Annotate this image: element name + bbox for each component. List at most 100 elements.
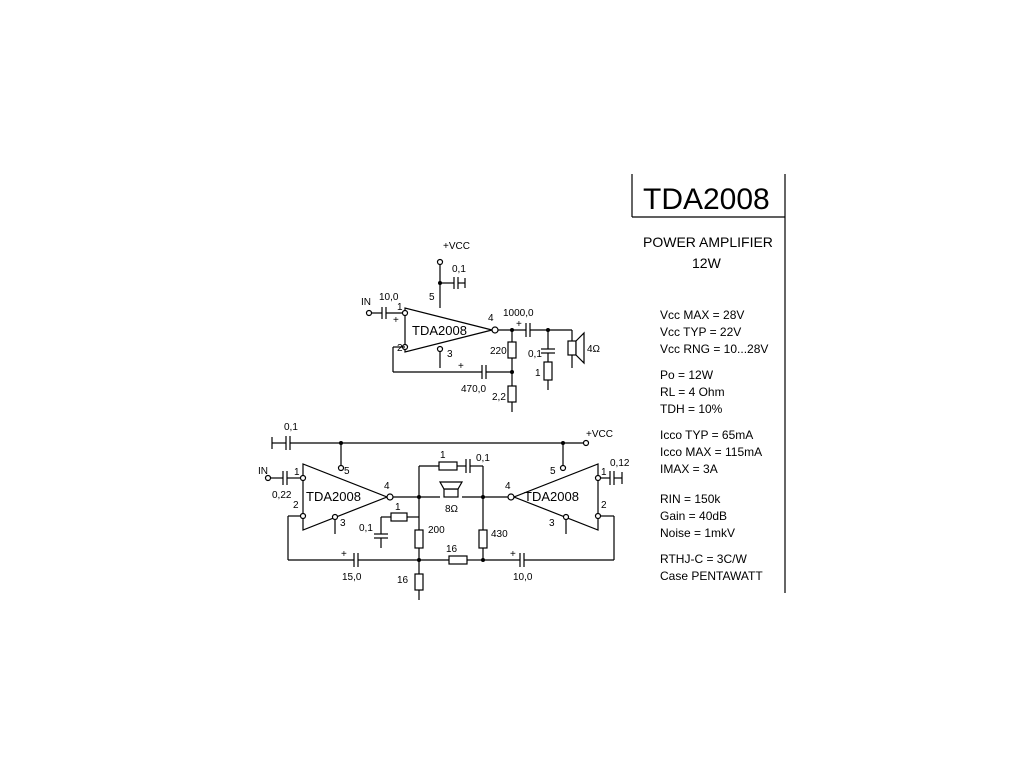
bot-right-pin4: 4 <box>505 481 511 492</box>
bot-r16gnd-label: 16 <box>397 575 409 586</box>
bot-right-pin5-bubble <box>559 464 567 472</box>
top-rgnd-label: 2,2 <box>492 392 506 403</box>
spec-icco-max: Icco MAX = 115mA <box>660 445 762 459</box>
spec-vcc-rng: Vcc RNG = 10...28V <box>660 342 768 356</box>
bot-left-amp-triangle <box>302 463 389 531</box>
bottom-circuit: 0,1 +VCC TDA2008 1 5 4 2 3 IN 0,22 <box>258 422 630 600</box>
bot-r200-label: 200 <box>428 525 445 536</box>
bot-in-terminal <box>264 474 272 482</box>
bot-left-pin5: 5 <box>344 466 350 477</box>
bot-right-pin2: 2 <box>601 500 607 511</box>
bot-bridge-res-label: 1 <box>395 502 401 513</box>
top-speaker-label: 4Ω <box>587 344 601 355</box>
top-pin2: 2 <box>397 343 403 354</box>
spec-tdh: TDH = 10% <box>660 402 723 416</box>
top-zobel-res-label: 1 <box>535 368 541 379</box>
bot-left-pin2: 2 <box>293 500 299 511</box>
top-amp-triangle <box>404 307 493 353</box>
bot-left-chip-label: TDA2008 <box>306 489 361 504</box>
bot-r430-resistor <box>478 529 488 549</box>
spec-rin: RIN = 150k <box>660 492 721 506</box>
top-fb-cap-plus: + <box>458 361 464 372</box>
top-pin4: 4 <box>488 313 494 324</box>
spec-gain: Gain = 40dB <box>660 509 727 523</box>
spec-vcc-max: Vcc MAX = 28V <box>660 308 744 322</box>
bot-right-in-cap-label: 0,12 <box>610 458 630 469</box>
bot-left-pin1: 1 <box>294 467 300 478</box>
bot-left-pin3-bubble <box>331 513 339 521</box>
bot-right-pin5: 5 <box>550 466 556 477</box>
spec-rl: RL = 4 Ohm <box>660 385 725 399</box>
top-rfb-resistor <box>507 341 517 359</box>
top-pin3: 3 <box>447 349 453 360</box>
bot-left-fb-cap-label: 15,0 <box>342 572 362 583</box>
bot-zobel-cap-label: 0,1 <box>476 453 490 464</box>
bot-right-fb-plus: + <box>510 549 516 560</box>
top-speaker-icon <box>575 331 585 365</box>
top-speaker-coil <box>567 340 577 356</box>
bot-left-amp-bubble <box>386 493 394 501</box>
bot-right-amp-triangle <box>512 463 599 531</box>
top-pin1-bubble <box>401 309 409 317</box>
top-supply-cap-label: 0,1 <box>452 264 466 275</box>
top-circuit: +VCC 0,1 TDA2008 5 1 4 2 3 + IN 10,0 <box>361 241 601 412</box>
bot-right-amp-bubble <box>507 493 515 501</box>
top-zobel-resistor <box>543 361 553 381</box>
top-out-cap-label: 1000,0 <box>503 308 534 319</box>
bot-right-pin2-bubble <box>594 512 602 520</box>
spec-icco-typ: Icco TYP = 65mA <box>660 428 753 442</box>
bot-left-pin1-bubble <box>299 474 307 482</box>
bot-right-pin3: 3 <box>549 518 555 529</box>
spec-imax: IMAX = 3A <box>660 462 718 476</box>
bot-vcc-label: +VCC <box>586 429 613 440</box>
top-rfb-label: 220 <box>490 346 507 357</box>
spec-case: Case PENTAWATT <box>660 569 763 583</box>
top-amp-output-bubble <box>491 326 499 334</box>
bot-speaker-coil <box>443 488 459 498</box>
top-vcc-label: +VCC <box>443 241 470 252</box>
bot-right-chip-label: TDA2008 <box>524 489 579 504</box>
top-pin1: 1 <box>397 302 403 313</box>
bot-in-cap-label: 0,22 <box>272 490 292 501</box>
bot-speaker-label: 8Ω <box>445 504 459 515</box>
bot-left-fb-plus: + <box>341 549 347 560</box>
top-zobel-cap-label: 0,1 <box>528 349 542 360</box>
top-vcc-terminal <box>436 258 444 266</box>
bot-left-pin4: 4 <box>384 481 390 492</box>
panel-subtitle-2: 12W <box>692 255 722 271</box>
top-in-cap-label: 10,0 <box>379 292 399 303</box>
bot-right-pin1-bubble <box>594 474 602 482</box>
bot-supply-cap-label: 0,1 <box>284 422 298 433</box>
bot-r200-resistor <box>414 529 424 549</box>
top-out-cap-plus: + <box>516 319 522 330</box>
top-in-terminal <box>365 309 373 317</box>
spec-rthj: RTHJ-C = 3C/W <box>660 552 747 566</box>
bot-left-pin5-bubble <box>337 464 345 472</box>
bot-right-pin1: 1 <box>601 467 607 478</box>
spec-noise: Noise = 1mkV <box>660 526 735 540</box>
spec-vcc-typ: Vcc TYP = 22V <box>660 325 741 339</box>
bot-bridge-cap-label: 0,1 <box>359 523 373 534</box>
bot-right-fb-cap-label: 10,0 <box>513 572 533 583</box>
bot-right-pin3-bubble <box>562 513 570 521</box>
top-pin5: 5 <box>429 292 435 303</box>
top-plus-sign: + <box>393 315 399 326</box>
bot-left-pin2-bubble <box>299 512 307 520</box>
top-fb-cap-label: 470,0 <box>461 384 486 395</box>
bot-speaker-icon <box>438 481 464 490</box>
top-in-label: IN <box>361 297 371 308</box>
bot-zobel-res-label: 1 <box>440 450 446 461</box>
bot-r16mid-label: 16 <box>446 544 458 555</box>
spec-po: Po = 12W <box>660 368 714 382</box>
top-chip-label: TDA2008 <box>412 323 467 338</box>
panel-subtitle-1: POWER AMPLIFIER <box>643 234 773 250</box>
bot-left-pin3: 3 <box>340 518 346 529</box>
bot-zobel-resistor <box>438 461 458 471</box>
bot-r16gnd-resistor <box>414 573 424 591</box>
top-pin3-bubble <box>436 345 444 353</box>
top-rgnd-resistor <box>507 385 517 403</box>
bot-bridge-resistor <box>390 512 408 522</box>
bot-r430-label: 430 <box>491 529 508 540</box>
panel-title: TDA2008 <box>643 183 770 216</box>
